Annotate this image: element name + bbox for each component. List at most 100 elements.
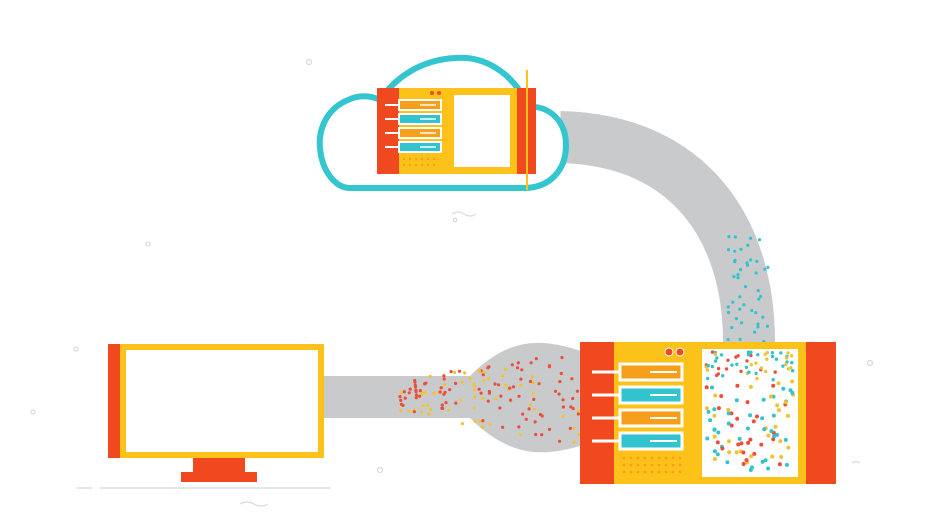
data-particle xyxy=(414,390,418,394)
data-particle xyxy=(454,401,458,405)
data-particle xyxy=(725,460,730,465)
data-particle xyxy=(487,391,492,395)
data-particle xyxy=(537,382,541,386)
data-particle xyxy=(746,440,751,445)
data-particle xyxy=(710,364,714,369)
data-particle xyxy=(752,451,757,456)
data-particle xyxy=(763,458,768,463)
data-particle xyxy=(736,442,741,447)
vent-hole xyxy=(622,463,626,467)
vent-hole xyxy=(643,456,647,460)
data-particle xyxy=(705,436,710,441)
data-particle xyxy=(572,440,576,444)
data-particle xyxy=(428,374,432,378)
cloud-server-icon xyxy=(377,70,536,190)
data-particle xyxy=(781,364,785,368)
vent-hole xyxy=(622,456,626,460)
data-particle xyxy=(460,422,464,426)
vent-hole xyxy=(671,463,675,467)
vent-hole xyxy=(671,456,675,460)
data-particle xyxy=(754,271,758,275)
data-particle xyxy=(748,384,753,389)
data-particle xyxy=(516,361,520,365)
vent-hole xyxy=(671,470,675,474)
data-particle xyxy=(771,413,776,418)
data-particle xyxy=(558,380,562,384)
data-particle xyxy=(486,366,490,370)
data-particle xyxy=(747,370,751,374)
data-particle xyxy=(399,391,403,395)
data-particle xyxy=(520,368,524,372)
data-particle xyxy=(401,403,405,407)
data-particle xyxy=(755,376,759,381)
data-particle xyxy=(560,355,564,360)
data-particle xyxy=(407,409,411,413)
vent-hole xyxy=(664,463,668,467)
data-particle xyxy=(715,440,720,445)
data-particle xyxy=(784,362,788,367)
data-particle xyxy=(421,404,425,408)
vent-hole xyxy=(650,463,654,467)
data-particle xyxy=(790,379,795,384)
vent-hole xyxy=(636,463,640,467)
data-particle xyxy=(770,351,775,355)
data-particle xyxy=(706,376,710,381)
data-particle xyxy=(750,465,754,470)
data-particle xyxy=(408,387,412,391)
data-particle xyxy=(473,388,477,392)
data-particle xyxy=(746,353,751,357)
data-particle xyxy=(726,248,731,252)
data-particle xyxy=(746,350,751,354)
data-particle xyxy=(756,353,760,357)
data-particle xyxy=(519,383,523,387)
data-particle xyxy=(726,421,731,426)
data-particle xyxy=(517,394,521,398)
data-particle xyxy=(715,452,720,457)
data-particle xyxy=(745,359,749,363)
data-particle xyxy=(712,434,717,439)
data-particle xyxy=(726,411,731,416)
data-particle xyxy=(756,322,760,326)
data-particle xyxy=(726,358,730,362)
data-particle xyxy=(519,377,523,381)
data-particle xyxy=(741,450,746,455)
data-particle xyxy=(756,289,760,293)
data-particle xyxy=(734,317,739,321)
data-particle xyxy=(734,450,739,455)
data-particle xyxy=(557,392,561,396)
data-particle xyxy=(477,387,481,391)
data-particle xyxy=(757,238,762,242)
data-particle xyxy=(761,397,766,402)
data-particle xyxy=(754,311,758,315)
data-particle xyxy=(774,357,779,361)
data-particle xyxy=(741,462,746,466)
data-particle xyxy=(713,352,717,357)
data-particle xyxy=(720,446,725,451)
data-particle xyxy=(745,400,750,405)
data-particle xyxy=(501,425,505,429)
vent-hole xyxy=(629,463,633,467)
data-particle xyxy=(571,396,575,401)
data-particle xyxy=(790,369,795,373)
data-particle xyxy=(768,394,773,399)
vent-hole xyxy=(678,470,682,474)
data-particle xyxy=(736,273,740,277)
data-particle xyxy=(783,437,788,442)
data-particle xyxy=(784,356,789,360)
data-particle xyxy=(705,406,709,411)
data-particle xyxy=(733,235,737,239)
data-particle xyxy=(429,407,433,411)
data-particle xyxy=(531,391,536,395)
data-particle xyxy=(447,408,451,412)
data-particle xyxy=(734,398,739,403)
data-particle xyxy=(479,391,483,395)
data-particle xyxy=(773,424,778,429)
data-particle xyxy=(481,419,485,423)
data-particle xyxy=(438,390,442,394)
vent-hole xyxy=(650,470,654,474)
data-particle xyxy=(576,409,580,414)
data-particle xyxy=(577,432,581,437)
data-particle xyxy=(749,258,753,262)
data-particle xyxy=(738,295,742,299)
data-particle xyxy=(786,445,791,450)
